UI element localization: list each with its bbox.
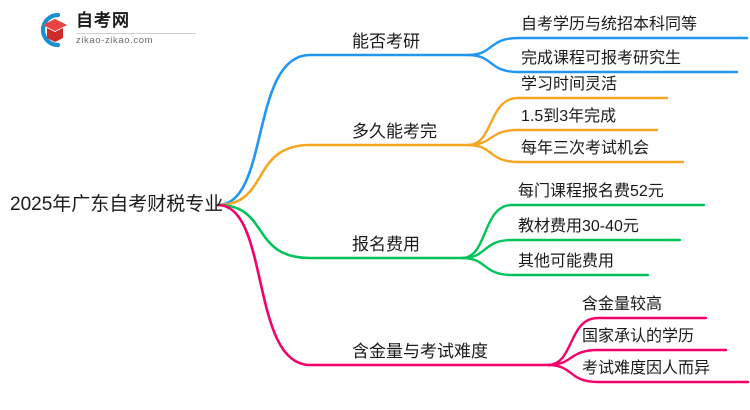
leaf-node-4-1[interactable]: 含金量较高: [582, 296, 663, 313]
leaf-node-4-3[interactable]: 考试难度因人而异: [582, 360, 711, 377]
branch-node-3[interactable]: 报名费用: [352, 235, 420, 254]
graduation-cap-icon: [28, 10, 72, 50]
leaf-node-2-1[interactable]: 学习时间灵活: [521, 76, 618, 93]
branch-node-1[interactable]: 能否考研: [352, 32, 420, 51]
logo-title: 自考网: [76, 11, 130, 30]
leaf-node-1-1[interactable]: 自考学历与统招本科同等: [521, 16, 698, 33]
site-logo[interactable]: 自考网 zikao-zikao.com: [28, 8, 208, 52]
logo-divider: [76, 33, 196, 34]
leaf-node-1-2[interactable]: 完成课程可报考研究生: [521, 50, 682, 67]
leaf-node-2-3[interactable]: 每年三次考试机会: [521, 140, 650, 157]
branch-node-2[interactable]: 多久能考完: [352, 122, 437, 141]
leaf-node-3-2[interactable]: 教材费用30-40元: [518, 218, 639, 235]
leaf-node-3-1[interactable]: 每门课程报名费52元: [518, 183, 664, 200]
logo-url: zikao-zikao.com: [76, 35, 154, 46]
leaf-node-2-2[interactable]: 1.5到3年完成: [521, 108, 617, 125]
root-node[interactable]: 2025年广东自考财税专业: [10, 194, 224, 215]
leaf-node-4-2[interactable]: 国家承认的学历: [582, 328, 695, 345]
branch-node-4[interactable]: 含金量与考试难度: [352, 342, 488, 361]
leaf-node-3-3[interactable]: 其他可能费用: [518, 253, 615, 270]
